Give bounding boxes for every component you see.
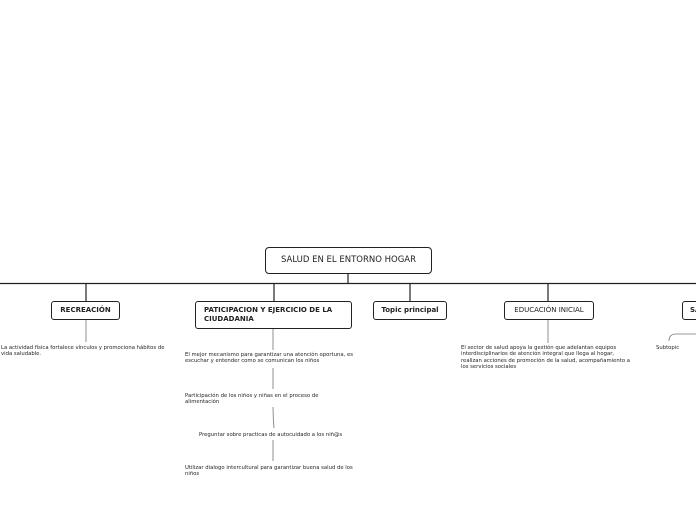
root-topic-label: SALUD EN EL ENTORNO HOGAR — [280, 255, 417, 265]
participacion-note-3: Preguntar sobre practicas de autocuidado… — [199, 432, 343, 438]
branch-educacion-inicial[interactable]: EDUCACIÓN INICIAL — [504, 301, 594, 320]
branch-recreacion[interactable]: RECREACIÓN — [51, 301, 120, 320]
branch-partial[interactable]: SA — [682, 301, 696, 320]
branch-participacion-label: PATICIPACION Y EJERCICIO DE LA CIUDADANI… — [204, 306, 333, 323]
branch-participacion[interactable]: PATICIPACION Y EJERCICIO DE LA CIUDADANI… — [195, 301, 352, 329]
root-topic[interactable]: SALUD EN EL ENTORNO HOGAR — [265, 247, 432, 274]
recreacion-note: La actividad física fortalece vínculos y… — [1, 345, 165, 358]
branch-educacion-inicial-label: EDUCACIÓN INICIAL — [514, 306, 584, 314]
educacion-note: El sector de salud apoya la gestión que … — [461, 345, 630, 371]
partial-subtopic: Subtopic — [656, 345, 680, 351]
participacion-note-2: Participación de los niños y niñas en el… — [185, 393, 319, 406]
branch-recreacion-label: RECREACIÓN — [60, 306, 111, 314]
participacion-note-4: Utilizar dialogo intercultural para gara… — [185, 465, 353, 478]
branch-topic-principal-label: Topic principal — [381, 306, 439, 314]
connector-participacion-note-3 — [272, 406, 275, 429]
branch-topic-principal[interactable]: Topic principal — [373, 301, 447, 320]
connector-partial-note — [668, 333, 696, 342]
participacion-note-1: El mejor mecanismo para garantizar una a… — [185, 352, 353, 365]
branch-partial-label: SA — [690, 306, 696, 314]
